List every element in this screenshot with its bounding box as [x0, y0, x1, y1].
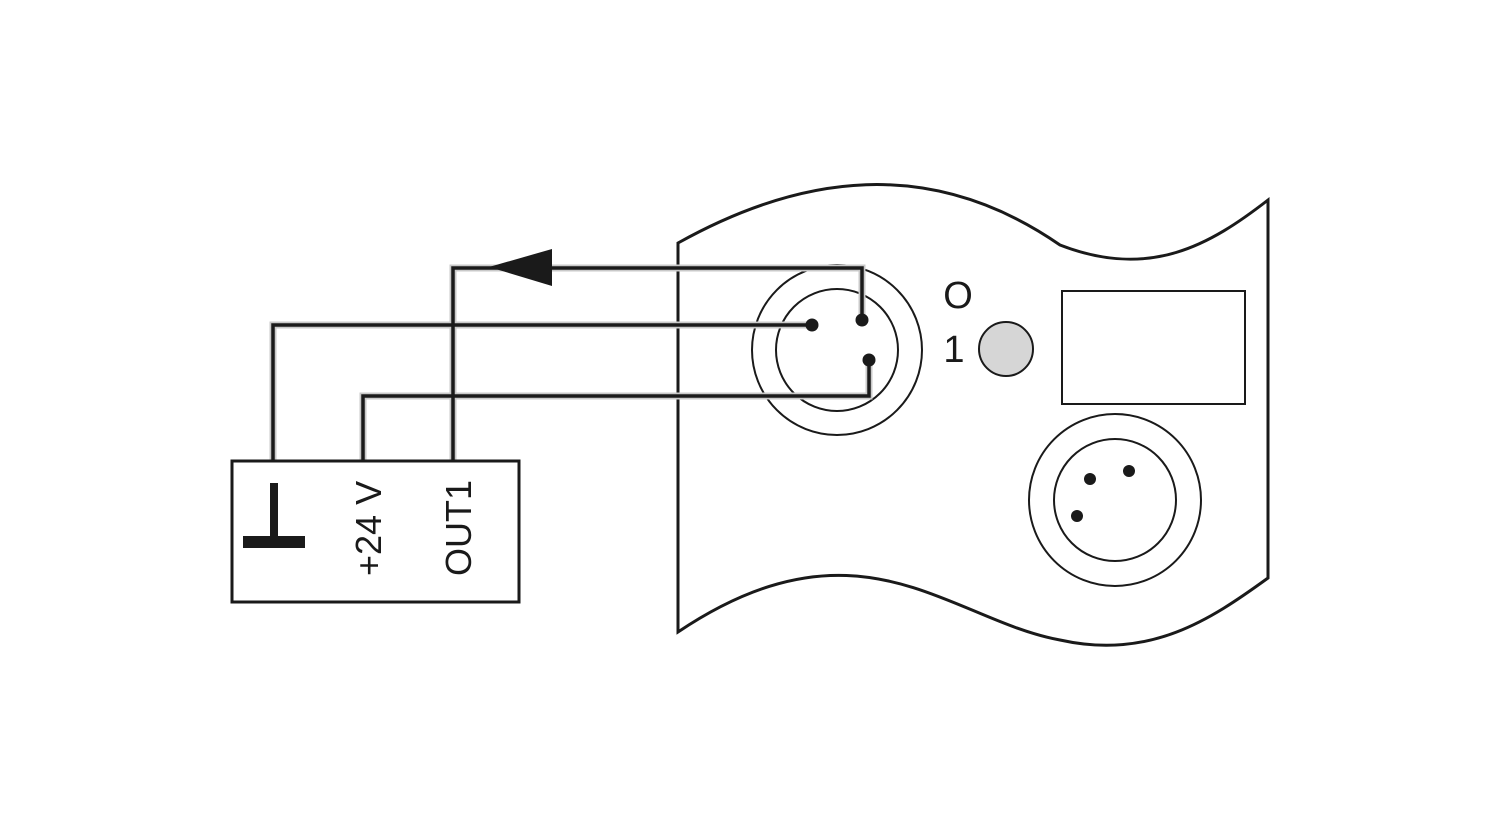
terminal-label-24v: +24 V	[348, 481, 389, 576]
output-connector-outer-ring	[1028, 413, 1202, 587]
switch-indicator[interactable]	[978, 321, 1034, 377]
input-connector-inner-ring	[775, 288, 899, 412]
input-connector-pin-ground	[805, 318, 819, 332]
output-connector	[1028, 413, 1202, 587]
terminal-label-out1: OUT1	[438, 480, 479, 576]
wire-24v	[361, 360, 871, 462]
input-connector	[751, 264, 923, 436]
signal-direction-arrow-icon	[489, 249, 552, 286]
switch-label-off: O	[943, 275, 973, 317]
switch-label-on: 1	[943, 329, 964, 371]
ground-icon	[243, 483, 305, 548]
output-connector-inner-ring	[1053, 438, 1177, 562]
wire-ground	[271, 323, 812, 462]
display-window	[1061, 290, 1246, 405]
input-connector-outer-ring	[751, 264, 923, 436]
wire-out1	[451, 266, 864, 462]
output-connector-pin-2	[1123, 465, 1135, 477]
device-housing	[676, 183, 1270, 647]
output-connector-pin-1	[1084, 473, 1096, 485]
input-connector-pin-out1	[855, 313, 869, 327]
output-connector-pin-3	[1071, 510, 1083, 522]
input-connector-pin-24v	[862, 353, 876, 367]
terminal-block	[230, 459, 521, 604]
